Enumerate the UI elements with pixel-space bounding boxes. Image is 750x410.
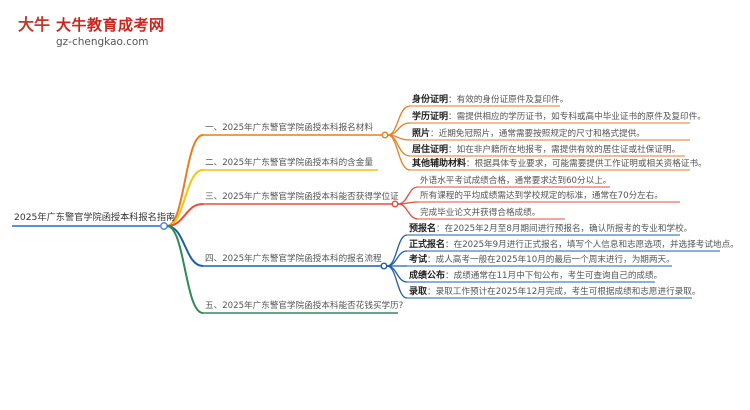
- leaf-item: 外语水平考试成绩合格，通常要求达到60分以上。: [420, 176, 612, 186]
- leaf-item: 预报名：在2025年2月至8月期间进行预报名，确认所报考的专业和学校。: [409, 224, 693, 234]
- logo-url: gz-chengkao.com: [56, 36, 149, 48]
- leaf-item: 身份证明：有效的身份证原件及复印件。: [412, 95, 569, 105]
- leaf-item: 其他辅助材料：根据具体专业要求，可能需要提供工作证明或相关资格证书。: [412, 159, 707, 169]
- root-topic: 2025年广东警官学院函授本科报名指南: [14, 212, 176, 223]
- branch-3-connector: [166, 203, 204, 227]
- branch-5-connector: [166, 225, 204, 314]
- branch-1-label: 一、2025年广东警官学院函授本科报名材料: [205, 123, 373, 133]
- branch-4-dot: [380, 262, 388, 270]
- leaf-item: 成绩公布：成绩通常在11月中下旬公布，考生可查询自己的成绩。: [409, 271, 663, 281]
- branch-3-label: 三、2025年广东警官学院函授本科能否获得学位证: [205, 192, 399, 202]
- branch-3-dot: [391, 200, 399, 208]
- leaf-item: 录取：录取工作预计在2025年12月完成，考生可根据成绩和志愿进行录取。: [409, 287, 701, 297]
- leaf-item: 完成毕业论文并获得合格成绩。: [420, 208, 541, 218]
- leaf-item: 居住证明：如在非户籍所在地报考，需提供有效的居住证或社保证明。: [412, 145, 681, 155]
- branch-1-dot: [381, 131, 389, 139]
- ox-logo-icon: 大牛: [18, 15, 51, 34]
- leaf-item: 所有课程的平均成绩需达到学校规定的标准，通常在70分左右。: [420, 191, 663, 201]
- branch-2-label: 二、2025年广东警官学院函授本科的含金量: [205, 158, 373, 168]
- branch-5-label: 五、2025年广东警官学院函授本科能否花钱买学历?: [205, 301, 404, 311]
- branch-4-connector: [166, 225, 204, 267]
- branch-4-label: 四、2025年广东警官学院函授本科的报名流程: [205, 254, 382, 264]
- site-logo: 大牛 大牛教育成考网 gz-chengkao.com: [16, 12, 216, 56]
- logo-title: 大牛教育成考网: [56, 16, 165, 34]
- leaf-item: 正式报名：在2025年9月进行正式报名，填写个人信息和志愿选项，并选择考试地点。: [409, 240, 739, 250]
- leaf-item: 考试：成人高考一般在2025年10月的最后一个周末进行，为期两天。: [409, 255, 675, 265]
- leaf-item: 学历证明：需提供相应的学历证书，如专科或高中毕业证书的原件及复印件。: [412, 112, 706, 122]
- branch-1-connector: [166, 134, 204, 227]
- leaf-item: 照片：近期免冠照片，通常需要按照规定的尺寸和格式提供。: [412, 129, 645, 139]
